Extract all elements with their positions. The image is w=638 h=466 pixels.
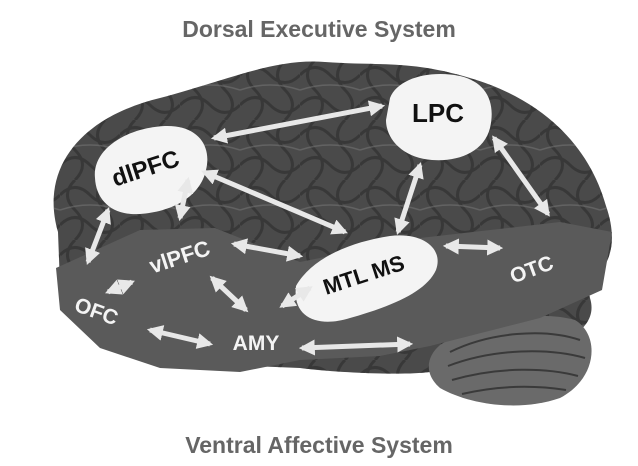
arrow-mtl-otc — [446, 246, 500, 248]
lpc-label: LPC — [412, 98, 464, 128]
amy-label: AMY — [233, 332, 280, 355]
ventral-system-title: Ventral Affective System — [0, 432, 638, 459]
